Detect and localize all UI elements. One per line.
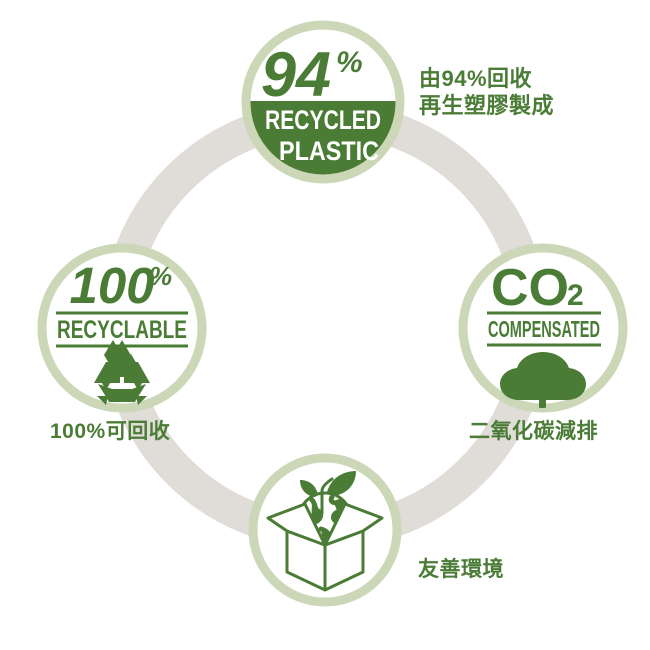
caption-recycled-plastic-line2: 再生塑膠製成 [419,92,555,118]
tree-icon [500,352,586,408]
caption-co2-compensated: 二氧化碳減排 [469,420,598,443]
caption-eco-friendly: 友善環境 [418,558,504,581]
recycled-headline-percent: % [336,46,363,79]
badge-recyclable-background [42,248,202,408]
badge-recycled-plastic-ring [241,20,405,184]
badge-eco-ring [248,453,402,607]
badge-co2-background [463,248,623,408]
co2-headline: CO [491,259,569,317]
recycled-line1: RECYCLED [265,105,381,135]
badge-recyclable-ring [37,243,207,413]
caption-recycled-plastic-line1: 由94%回收 [419,66,533,91]
caption-recycled-plastic: 由94%回收再生塑膠製成 [419,66,554,120]
recyclable-headline-percent: % [149,261,172,291]
recycled-line2: PLASTIC [279,136,379,166]
recyclable-line1: RECYCLABLE [57,316,187,344]
globe-in-box-icon [266,471,384,592]
co2-line1: COMPENSATED [488,316,600,342]
recycle-symbol-icon [94,340,150,405]
caption-recyclable: 100%可回收 [50,420,171,443]
recycled-headline: 94 [261,40,331,110]
co2-subscript: 2 [567,279,584,312]
recyclable-headline: 100 [69,257,154,314]
